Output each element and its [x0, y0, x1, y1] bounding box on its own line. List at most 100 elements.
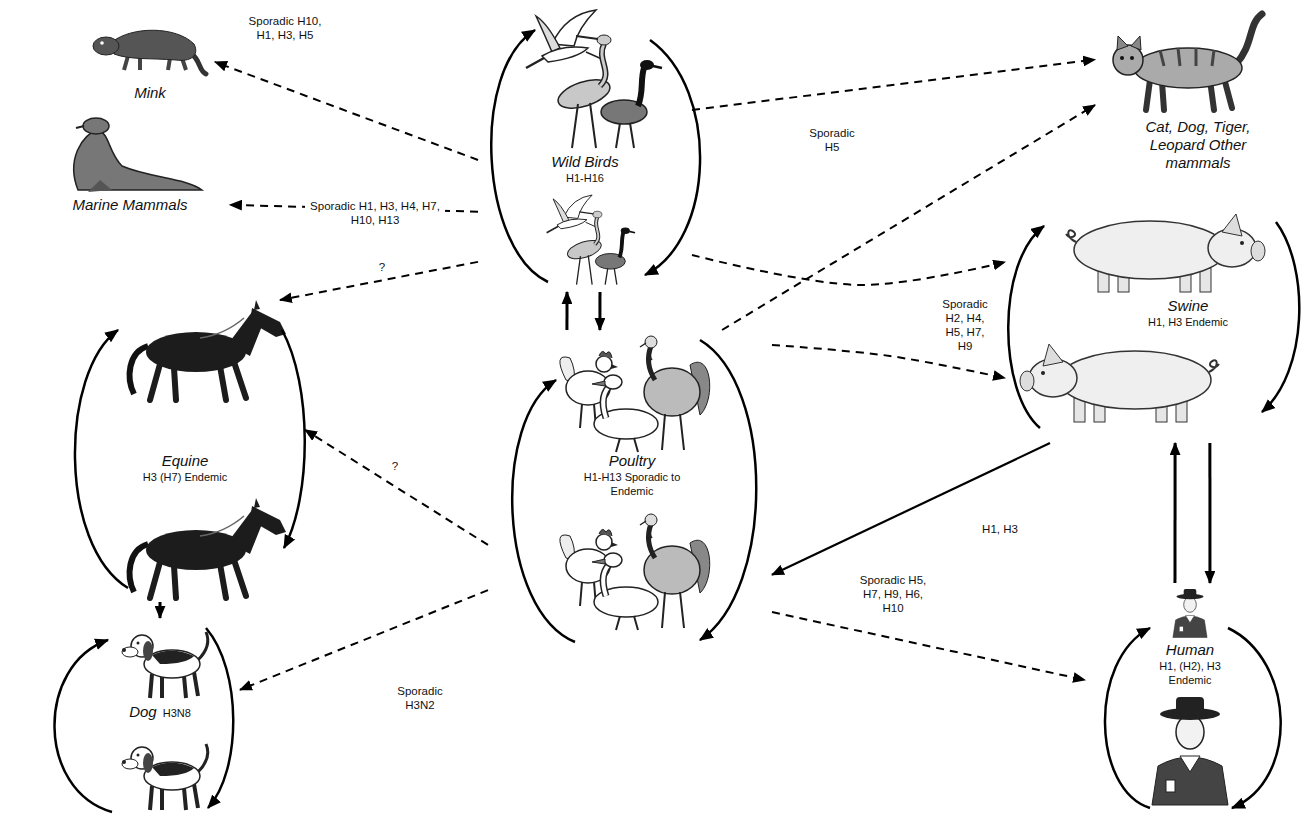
transmission-label: Sporadic H2, H4, H5, H7, H9	[937, 296, 993, 354]
poultry-upper	[560, 336, 710, 452]
host-name: Mink	[134, 84, 166, 102]
mink-figure	[112, 30, 196, 60]
cycle-arrow	[1228, 628, 1281, 808]
transmission-arrow	[772, 443, 1050, 575]
wild-birds-lower	[547, 195, 635, 285]
transmission-arrow	[598, 292, 601, 330]
transmission-arrow	[692, 60, 1095, 110]
host-group: Wild BirdsH1-H16	[478, 5, 692, 292]
cat-figure	[1117, 36, 1141, 50]
transmission-arrow	[692, 255, 1005, 285]
cycle-arrow	[54, 640, 112, 812]
cat-figure	[1160, 48, 1214, 66]
cycle-arrow	[700, 340, 756, 640]
transmission-label-box: Sporadic H5	[802, 125, 862, 155]
seal-figure	[83, 118, 109, 134]
subtype-list: H3N8	[163, 706, 191, 720]
pig-upper	[1066, 214, 1265, 292]
human-upper	[1173, 589, 1207, 638]
cat-figure	[1113, 14, 1262, 110]
dog-upper	[122, 632, 208, 698]
seal-figure	[74, 130, 202, 190]
host-group: PoultryH1-H13 Sporadic to Endemic	[488, 330, 772, 648]
human-lower	[1152, 697, 1228, 805]
host-name: Cat, Dog, Tiger, Leopard Other mammals	[1123, 118, 1273, 172]
connector-group	[160, 60, 1210, 690]
transmission-label-box: H1, H3	[979, 519, 1021, 537]
host-name: Dog	[129, 703, 157, 721]
transmission-arrow	[159, 602, 162, 618]
host-text: PoultryH1-H13 Sporadic to Endemic	[576, 452, 688, 498]
host-group: Dog H3N8	[25, 618, 240, 823]
pig-lower	[1020, 344, 1219, 422]
host-text: HumanH1, (H2), H3 Endemic	[1148, 641, 1232, 687]
cycle-arrow	[1262, 222, 1299, 412]
cat-figure	[1236, 14, 1262, 64]
host-text: Marine Mammals	[72, 196, 187, 214]
cycle-arrow	[1008, 226, 1044, 428]
subtype-list: H1-H16	[551, 171, 618, 185]
transmission-label: Sporadic H3N2	[390, 683, 450, 713]
dog-lower	[122, 744, 208, 810]
transmission-label: Sporadic H5, H7, H9, H6, H10	[856, 572, 930, 616]
cycle-arrow	[645, 40, 700, 275]
host-group: Cat, Dog, Tiger, Leopard Other mammals	[1095, 8, 1305, 180]
mink-figure	[93, 37, 119, 55]
host-group: HumanH1, (H2), H3 Endemic	[1085, 583, 1305, 815]
host-text: EquineH3 (H7) Endemic	[143, 452, 227, 484]
transmission-label-box: ?	[389, 456, 401, 474]
transmission-arrow	[772, 612, 1085, 680]
host-group: Mink	[95, 8, 215, 108]
cycle-arrow	[54, 30, 1299, 812]
seal-figure	[88, 180, 112, 192]
host-group: Marine Mammals	[40, 112, 230, 220]
transmission-arrow	[1173, 443, 1176, 583]
host-text: Mink	[134, 84, 166, 102]
wild-birds-upper	[526, 10, 662, 148]
horse-upper	[130, 300, 286, 400]
poultry-lower	[560, 514, 710, 630]
host-text: Cat, Dog, Tiger, Leopard Other mammals	[1123, 118, 1273, 172]
transmission-label-box: Sporadic H2, H4, H5, H7, H9	[937, 296, 993, 354]
host-group: SwineH1, H3 Endemic	[1005, 205, 1305, 443]
transmission-label-box: Sporadic H5, H7, H9, H6, H10	[856, 572, 930, 616]
transmission-label: ?	[376, 259, 388, 275]
horse-lower	[130, 498, 286, 598]
seal-figure	[76, 126, 84, 128]
host-text: SwineH1, H3 Endemic	[1148, 297, 1228, 329]
transmission-label-box: ?	[376, 257, 388, 275]
transmission-label: Sporadic H10, H1, H3, H5	[243, 13, 328, 43]
host-name: Marine Mammals	[72, 196, 187, 214]
transmission-label: ?	[389, 458, 401, 474]
cycle-arrow	[75, 330, 128, 588]
transmission-label-box: Sporadic H3N2	[390, 683, 450, 713]
transmission-arrow	[305, 430, 488, 545]
mink-figure	[100, 41, 104, 45]
transmission-arrow	[215, 62, 478, 160]
transmission-label-box: Sporadic H1, H3, H4, H7, H10, H13	[305, 198, 445, 228]
cat-figure	[1120, 56, 1124, 60]
transmission-arrow	[1208, 443, 1211, 583]
cat-figure	[1134, 48, 1242, 88]
subtype-list: H3 (H7) Endemic	[143, 470, 227, 484]
transmission-label: Sporadic H5	[802, 125, 862, 155]
host-name: Poultry	[576, 452, 688, 470]
subtype-list: H1, (H2), H3 Endemic	[1148, 659, 1232, 687]
subtype-list: H1-H13 Sporadic to Endemic	[576, 470, 688, 498]
cycle-arrow	[1105, 628, 1150, 808]
host-group: EquineH3 (H7) Endemic	[55, 300, 305, 602]
transmission-label-box: Sporadic H10, H1, H3, H5	[243, 13, 328, 43]
cycle-arrow	[512, 380, 575, 642]
cycle-arrow	[491, 30, 548, 282]
host-name: Equine	[143, 452, 227, 470]
cat-figure	[1130, 56, 1134, 60]
transmission-arrow	[722, 105, 1095, 330]
host-name: Human	[1148, 641, 1232, 659]
transmission-arrow	[565, 292, 568, 330]
host-name: Wild Birds	[551, 153, 618, 171]
transmission-arrow	[240, 590, 488, 690]
